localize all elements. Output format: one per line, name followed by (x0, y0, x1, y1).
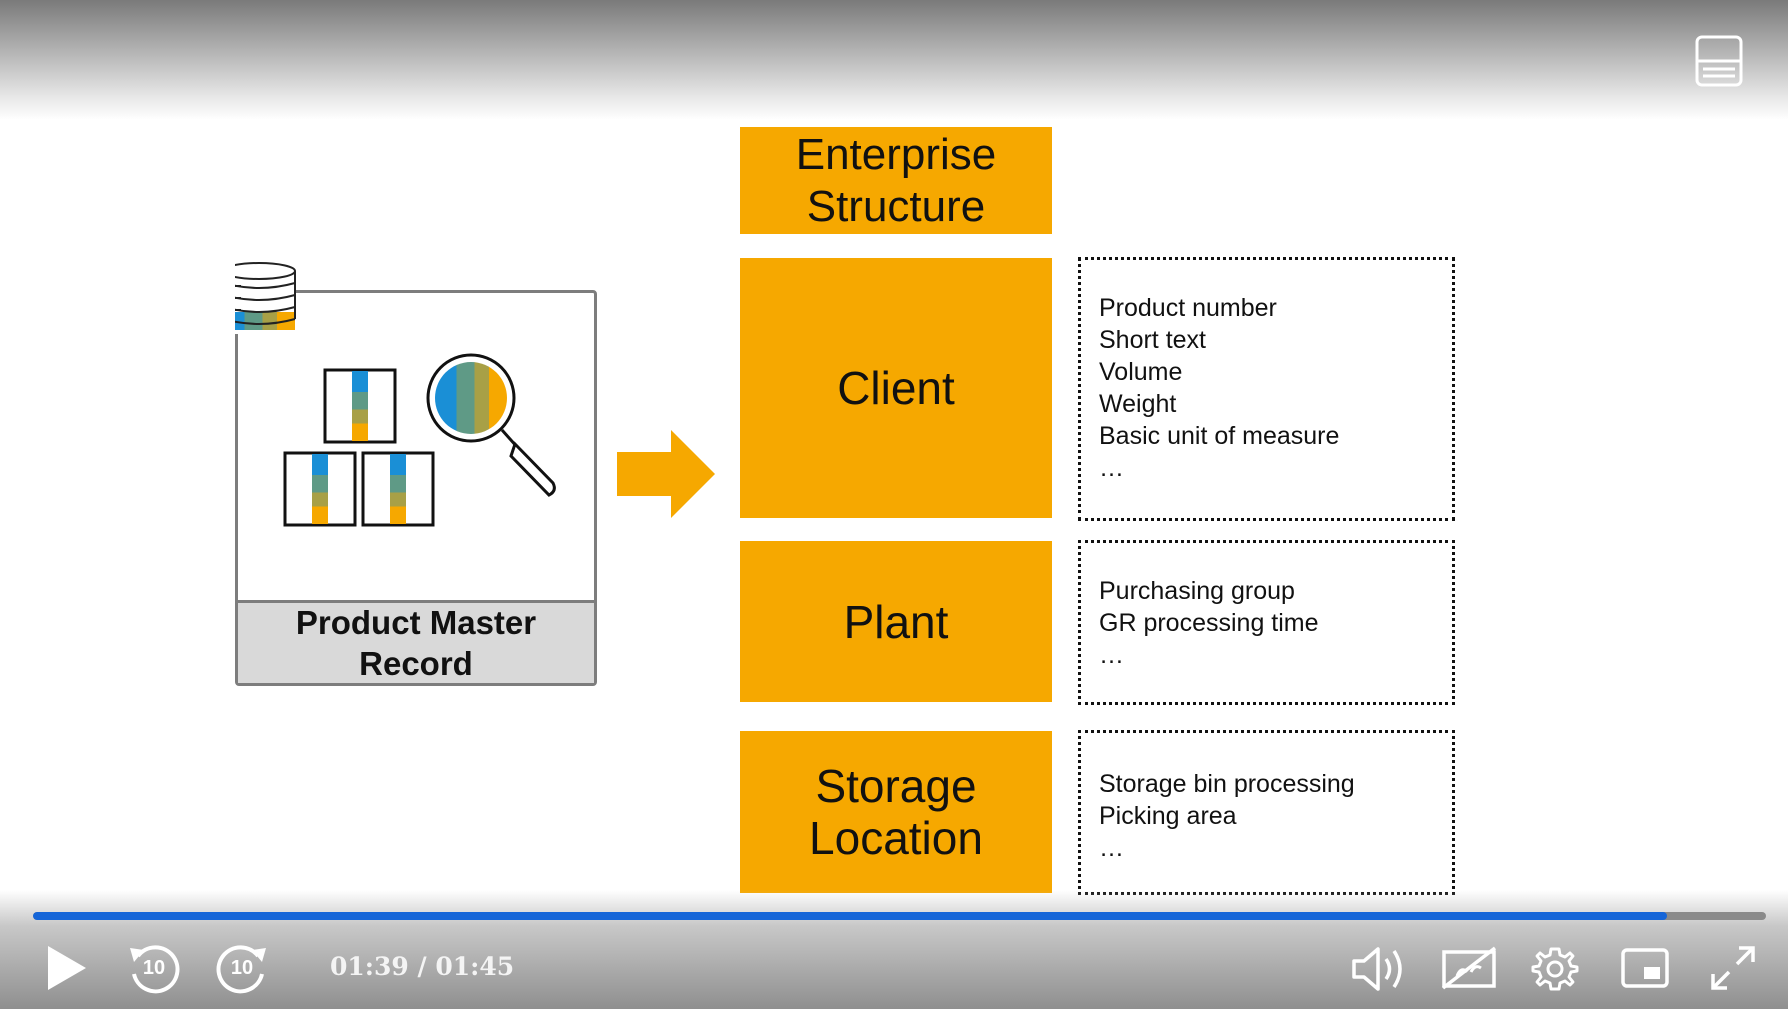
forward-seconds: 10 (230, 957, 254, 979)
transcript-icon (1695, 35, 1743, 87)
attribute-item: Short text (1099, 326, 1206, 354)
product-boxes (283, 368, 435, 527)
play-icon (48, 946, 86, 990)
magnifier-icon (426, 353, 556, 497)
settings-button[interactable] (1530, 944, 1580, 994)
play-button[interactable] (44, 942, 90, 994)
level-client: Client (740, 258, 1052, 518)
captions-off-icon (1441, 946, 1497, 990)
forward-10-button[interactable]: 10 (214, 942, 270, 998)
volume-button[interactable] (1350, 945, 1406, 993)
plant-attributes: Purchasing group GR processing time … (1078, 540, 1455, 705)
database-icon (235, 260, 296, 334)
level-plant: Plant (740, 541, 1052, 702)
fullscreen-button[interactable] (1709, 944, 1757, 992)
attribute-item: Storage bin processing (1099, 770, 1355, 798)
fullscreen-icon (1711, 946, 1755, 990)
top-overlay (0, 0, 1788, 120)
client-attributes: Product number Short text Volume Weight … (1078, 257, 1455, 521)
storage-location-attributes: Storage bin processing Picking area … (1078, 730, 1455, 895)
attribute-item: Product number (1099, 294, 1277, 322)
level-storage-location: Storage Location (740, 731, 1052, 893)
arrow-right-icon (617, 430, 715, 518)
attribute-item: Weight (1099, 390, 1177, 418)
time-display: 01:39 / 01:45 (330, 952, 515, 981)
settings-icon (1531, 947, 1579, 991)
progress-fill (33, 912, 1668, 920)
attribute-item: Basic unit of measure (1099, 422, 1340, 450)
attribute-item: … (1099, 454, 1124, 482)
picture-in-picture-icon (1621, 948, 1669, 988)
attribute-item: GR processing time (1099, 609, 1319, 637)
rewind-10-icon (130, 945, 180, 994)
picture-in-picture-button[interactable] (1620, 947, 1670, 989)
transcript-button[interactable] (1694, 34, 1744, 88)
captions-button[interactable] (1441, 946, 1497, 990)
progress-bar[interactable] (33, 912, 1766, 920)
volume-icon (1352, 947, 1402, 991)
controls-overlay (0, 890, 1788, 1009)
attribute-item: Purchasing group (1099, 577, 1295, 605)
attribute-item: … (1099, 834, 1124, 862)
rewind-10-button[interactable]: 10 (126, 942, 182, 998)
attribute-item: Volume (1099, 358, 1183, 386)
enterprise-structure-header: Enterprise Structure (740, 127, 1052, 234)
forward-10-icon (216, 945, 266, 994)
attribute-item: … (1099, 641, 1124, 669)
product-master-record-label: Product Master Record (238, 600, 594, 683)
rewind-seconds: 10 (142, 957, 166, 979)
product-master-illustration (235, 260, 556, 527)
attribute-item: Picking area (1099, 802, 1237, 830)
